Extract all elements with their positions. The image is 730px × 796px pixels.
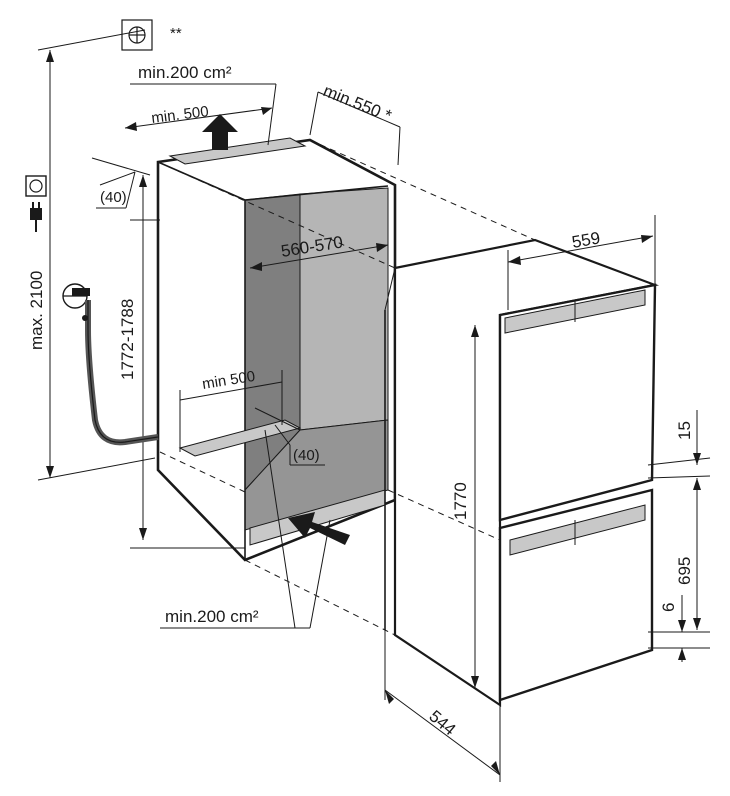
floor-vent-slot bbox=[178, 419, 302, 457]
label-559: 559 bbox=[570, 228, 601, 252]
label-min200-bottom: min.200 cm² bbox=[165, 607, 259, 626]
airflow-in-arrow bbox=[288, 512, 350, 545]
fridge-upper-door bbox=[498, 283, 657, 522]
label-1772-1788: 1772-1788 bbox=[118, 299, 137, 380]
airflow-up-arrow bbox=[202, 114, 238, 150]
label-1770: 1770 bbox=[451, 482, 470, 520]
label-min550: min.550 * bbox=[321, 81, 395, 126]
label-15: 15 bbox=[675, 421, 694, 440]
lower-door-grille bbox=[509, 504, 646, 556]
plug-icon bbox=[30, 202, 42, 232]
water-connection-icon bbox=[62, 283, 159, 446]
label-40-bottom: (40) bbox=[293, 447, 320, 464]
label-max2100: max. 2100 bbox=[27, 271, 46, 350]
alignment-lines bbox=[157, 139, 536, 636]
stars-footnote: ** bbox=[170, 25, 182, 42]
label-544: 544 bbox=[425, 707, 459, 740]
label-min200-top: min.200 cm² bbox=[138, 63, 232, 82]
label-40-top: (40) bbox=[100, 189, 127, 206]
socket-icon bbox=[25, 175, 47, 197]
niche-back-wall bbox=[299, 187, 389, 431]
fridge-appliance bbox=[384, 238, 660, 708]
label-6: 6 bbox=[659, 603, 678, 612]
label-min500-top: min. 500 bbox=[150, 103, 209, 127]
water-tap-icon bbox=[121, 19, 153, 51]
niche-cabinet bbox=[156, 137, 397, 562]
airflow-arrows bbox=[202, 114, 350, 545]
top-vent-grille bbox=[168, 137, 307, 165]
label-695: 695 bbox=[675, 557, 694, 585]
dimension-lines bbox=[37, 29, 711, 782]
